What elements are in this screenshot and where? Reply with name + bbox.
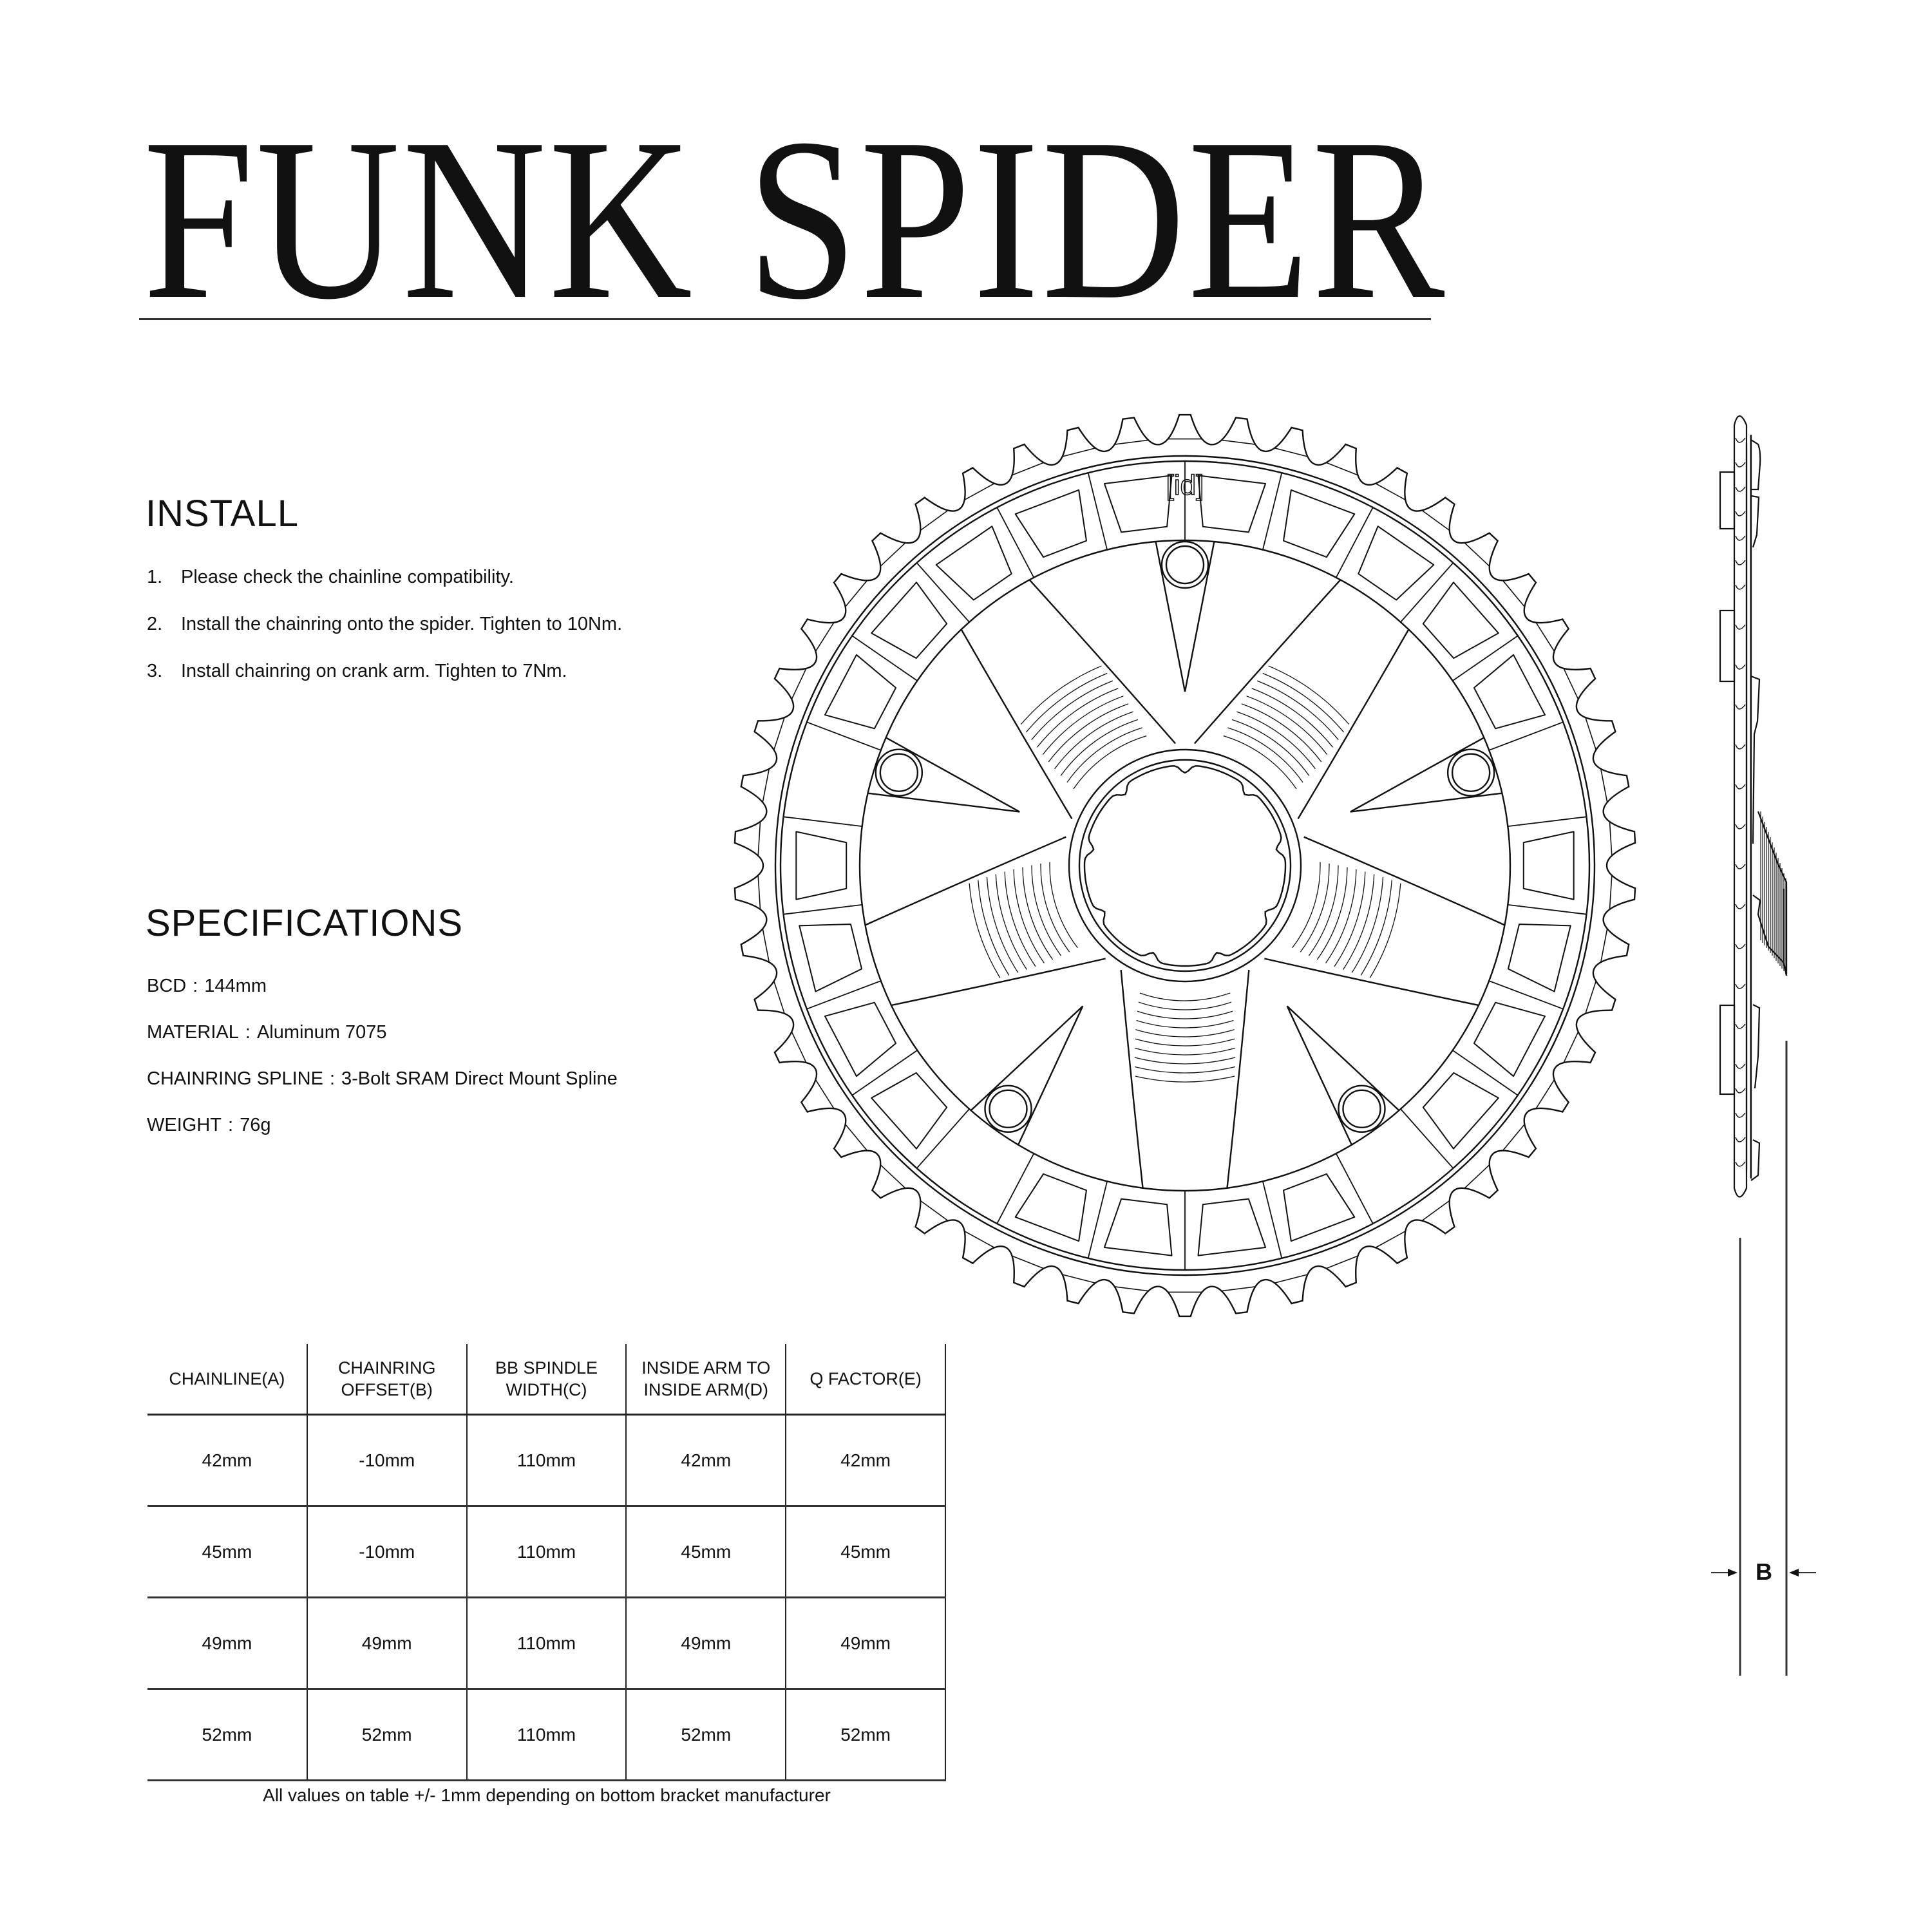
spec-value: 3-Bolt SRAM Direct Mount Spline [341, 1068, 618, 1089]
spec-item-spline: CHAINRING SPLINE:3-Bolt SRAM Direct Moun… [147, 1068, 618, 1115]
spec-item-bcd: BCD:144mm [147, 976, 618, 1022]
table-cell: -10mm [307, 1506, 468, 1598]
specifications-list: BCD:144mm MATERIAL:Aluminum 7075 CHAINRI… [147, 976, 618, 1161]
table-row: 52mm 52mm 110mm 52mm 52mm [147, 1689, 946, 1781]
spec-label: WEIGHT [147, 1115, 222, 1135]
header-text: OFFSET(B) [341, 1380, 433, 1399]
specifications-heading: SPECIFICATIONS [146, 902, 464, 944]
table-cell: 45mm [147, 1506, 308, 1598]
header-text: CHAINRING [337, 1358, 436, 1378]
spec-value: 144mm [204, 976, 267, 996]
step-number: 3. [147, 661, 163, 681]
table-row: 45mm -10mm 110mm 45mm 45mm [147, 1506, 946, 1598]
spec-value: 76g [240, 1115, 271, 1135]
table-cell: 110mm [466, 1689, 627, 1781]
spec-label: CHAINRING SPLINE [147, 1068, 323, 1089]
step-text: Install chainring on crank arm. Tighten … [181, 661, 567, 681]
table-cell: 110mm [466, 1597, 627, 1690]
table-cell: 52mm [786, 1689, 946, 1781]
table-cell: 45mm [786, 1506, 946, 1598]
table-header-row: CHAINLINE(A) CHAINRING OFFSET(B) BB SPIND… [147, 1344, 946, 1416]
header-text: CHAINLINE(A) [169, 1369, 285, 1388]
table-cell: 52mm [307, 1689, 468, 1781]
table-cell: 45mm [626, 1506, 787, 1598]
step-number: 1. [147, 567, 163, 587]
table-row: 42mm -10mm 110mm 42mm 42mm [147, 1414, 946, 1507]
arrow-left-icon [1789, 1569, 1799, 1577]
dimension-b [1711, 1041, 1816, 1676]
header-text: INSIDE ARM(D) [643, 1380, 769, 1399]
table-cell: 110mm [466, 1414, 627, 1507]
spec-separator: : [193, 976, 198, 996]
header-text: WIDTH(C) [506, 1380, 587, 1399]
spec-separator: : [245, 1022, 251, 1043]
table-cell: 42mm [626, 1414, 787, 1507]
header-text: BB SPINDLE [495, 1358, 598, 1378]
table-cell: 49mm [147, 1597, 308, 1690]
table-cell: 49mm [626, 1597, 787, 1690]
step-number: 2. [147, 614, 163, 634]
dimension-b-label: B [1756, 1558, 1772, 1585]
header-text: Q FACTOR(E) [810, 1369, 922, 1388]
page-title: FUNK SPIDER [143, 90, 1447, 347]
spec-label: BCD [147, 976, 187, 996]
spec-separator: : [228, 1115, 234, 1135]
table-cell: 52mm [626, 1689, 787, 1781]
header-text: INSIDE ARM TO [641, 1358, 771, 1378]
spec-label: MATERIAL [147, 1022, 239, 1043]
compatibility-table: CHAINLINE(A) CHAINRING OFFSET(B) BB SPIND… [147, 1344, 946, 1781]
spec-item-material: MATERIAL:Aluminum 7075 [147, 1022, 618, 1068]
table-footnote: All values on table +/- 1mm depending on… [263, 1785, 831, 1805]
table-row: 49mm 49mm 110mm 49mm 49mm [147, 1597, 946, 1690]
table-cell: 110mm [466, 1506, 627, 1598]
table-cell: 52mm [147, 1689, 308, 1781]
header-bb-spindle-width: BB SPINDLE WIDTH(C) [466, 1344, 627, 1416]
spec-item-weight: WEIGHT:76g [147, 1115, 618, 1161]
title-underline [139, 318, 1431, 320]
header-chainline: CHAINLINE(A) [147, 1344, 308, 1416]
chainring-front-view [734, 413, 1636, 1318]
install-heading: INSTALL [146, 493, 299, 535]
header-q-factor: Q FACTOR(E) [786, 1344, 946, 1416]
spec-value: Aluminum 7075 [256, 1022, 387, 1043]
header-inside-arm: INSIDE ARM TO INSIDE ARM(D) [626, 1344, 787, 1416]
arrow-right-icon [1728, 1569, 1738, 1577]
spec-separator: : [329, 1068, 336, 1089]
chainring-side-view [1719, 415, 1788, 1198]
table-cell: 42mm [786, 1414, 946, 1507]
table-cell: 49mm [786, 1597, 946, 1690]
step-text: Please check the chainline compatibility… [181, 567, 514, 587]
header-chainring-offset: CHAINRING OFFSET(B) [307, 1344, 468, 1416]
id-logo: [id] [1166, 469, 1204, 501]
table-cell: 42mm [147, 1414, 308, 1507]
table-cell: -10mm [307, 1414, 468, 1507]
table-cell: 49mm [307, 1597, 468, 1690]
step-text: Install the chainring onto the spider. T… [181, 614, 623, 634]
